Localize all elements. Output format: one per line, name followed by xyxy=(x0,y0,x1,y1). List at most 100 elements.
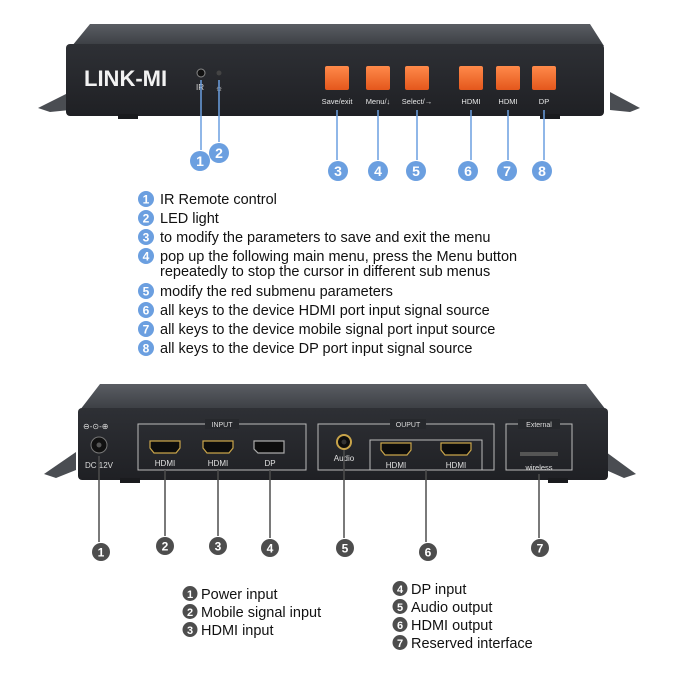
dc-polarity-icon: ⊖-⊙-⊕ xyxy=(83,422,108,431)
front-legend-text: IR Remote control xyxy=(160,192,277,208)
back-callout-bubble-2 xyxy=(156,537,174,555)
external-label-bg xyxy=(518,419,560,429)
back-legend-text: Reserved interface xyxy=(411,636,533,652)
back-legend-text: Mobile signal input xyxy=(201,605,321,621)
front-callout-number: 8 xyxy=(538,163,546,179)
back-callout-bubble-1 xyxy=(92,543,110,561)
input-label-bg xyxy=(205,419,239,429)
front-callout-bubble-4 xyxy=(368,161,388,181)
back-legend-number: 7 xyxy=(397,638,403,650)
front-legend-number: 8 xyxy=(143,342,150,356)
front-button-label: Select/→ xyxy=(402,97,432,106)
front-legend-bubble-2 xyxy=(138,210,154,226)
front-callout-bubble-7 xyxy=(497,161,517,181)
front-legend-bubble-6 xyxy=(138,302,154,318)
back-legend-number: 4 xyxy=(397,584,404,596)
back-legend-bubble-4 xyxy=(392,581,408,596)
front-legend-text: all keys to the device HDMI port input s… xyxy=(160,303,490,319)
front-legend-text: LED light xyxy=(160,211,219,227)
back-callout-number: 5 xyxy=(342,542,349,556)
front-legend-text: modify the red submenu parameters xyxy=(160,284,393,300)
back-callout-bubble-5 xyxy=(336,539,354,557)
back-legend-text: HDMI output xyxy=(411,618,492,634)
foot xyxy=(118,114,138,119)
back-legend-bubble-2 xyxy=(182,604,198,619)
foot xyxy=(540,114,560,119)
back-legend-bubble-7 xyxy=(392,635,408,650)
front-callout-bubble-2 xyxy=(209,143,229,163)
foot xyxy=(120,478,140,483)
port-label: HDMI xyxy=(155,459,175,468)
back-legend-text: HDMI input xyxy=(201,623,274,639)
wireless-slot xyxy=(520,452,558,456)
front-callout-number: 5 xyxy=(412,163,420,179)
front-legend-text-cont: repeatedly to stop the cursor in differe… xyxy=(160,264,490,280)
back-legend-number: 6 xyxy=(397,620,403,632)
port-label: HDMI xyxy=(208,459,228,468)
front-button-label: Menu/↓ xyxy=(366,97,391,106)
ir-receiver-icon xyxy=(196,68,206,78)
front-callout-bubble-3 xyxy=(328,161,348,181)
hdmi-port xyxy=(202,440,234,454)
hdmi-port xyxy=(440,442,472,456)
back-callout-number: 4 xyxy=(267,542,274,556)
back-legend-text: DP input xyxy=(411,582,466,598)
front-button-label: HDMI xyxy=(461,97,480,106)
right-mount-ear xyxy=(606,452,636,478)
back-callout-number: 7 xyxy=(537,542,544,556)
dp-port xyxy=(253,440,285,454)
front-legend-text: to modify the parameters to save and exi… xyxy=(160,230,490,246)
front-legend-number: 2 xyxy=(143,212,150,226)
back-callout-number: 6 xyxy=(425,546,432,560)
front-button-label: HDMI xyxy=(498,97,517,106)
back-legend-number: 2 xyxy=(187,607,193,619)
power-jack-pin xyxy=(96,442,102,448)
back-legend-bubble-3 xyxy=(182,622,198,637)
front-button-label: DP xyxy=(539,97,549,106)
front-callout-bubble-6 xyxy=(458,161,478,181)
back-callouts: 1 2 3 4 5 6 7 xyxy=(92,450,549,561)
front-legend-number: 7 xyxy=(143,323,150,337)
port-label: HDMI xyxy=(446,461,466,470)
port-label: DP xyxy=(264,459,275,468)
front-button-4 xyxy=(459,66,483,90)
front-legend-bubble-8 xyxy=(138,340,154,356)
front-button-1 xyxy=(325,66,349,90)
back-callout-number: 1 xyxy=(98,546,105,560)
back-legend-text: Audio output xyxy=(411,600,492,616)
back-device-top xyxy=(80,384,606,410)
ir-label: IR xyxy=(196,83,204,92)
back-callout-bubble-6 xyxy=(419,543,437,561)
front-callout-number: 6 xyxy=(464,163,472,179)
hdmi-port xyxy=(380,442,412,456)
front-button-label: Save/exit xyxy=(322,97,354,106)
front-callout-number: 2 xyxy=(215,145,223,161)
back-legend-number: 5 xyxy=(397,602,403,614)
front-callout-number: 3 xyxy=(334,163,342,179)
left-mount-ear xyxy=(38,92,70,112)
input-group-label: INPUT xyxy=(212,422,234,429)
back-callout-bubble-3 xyxy=(209,537,227,555)
back-legend-bubble-5 xyxy=(392,599,408,614)
front-legend-number: 3 xyxy=(143,231,150,245)
back-callout-number: 3 xyxy=(215,540,222,554)
back-callout-number: 2 xyxy=(162,540,169,554)
front-device: LINK-MI IR ☼ Save/exitMenu/↓Select/→HDMI… xyxy=(38,24,640,119)
front-legend-bubble-4 xyxy=(138,248,154,264)
foot xyxy=(548,478,568,483)
output-label-bg xyxy=(390,419,426,429)
right-mount-ear xyxy=(610,92,640,112)
front-device-top xyxy=(72,24,604,46)
output-group-label: OUPUT xyxy=(396,422,421,429)
external-group-label: External xyxy=(526,422,552,429)
front-button-2 xyxy=(366,66,390,90)
front-legend-bubble-1 xyxy=(138,191,154,207)
back-legend-bubble-1 xyxy=(182,586,198,601)
port-label: HDMI xyxy=(386,461,406,470)
front-legend-text: all keys to the device DP port input sig… xyxy=(160,341,472,357)
